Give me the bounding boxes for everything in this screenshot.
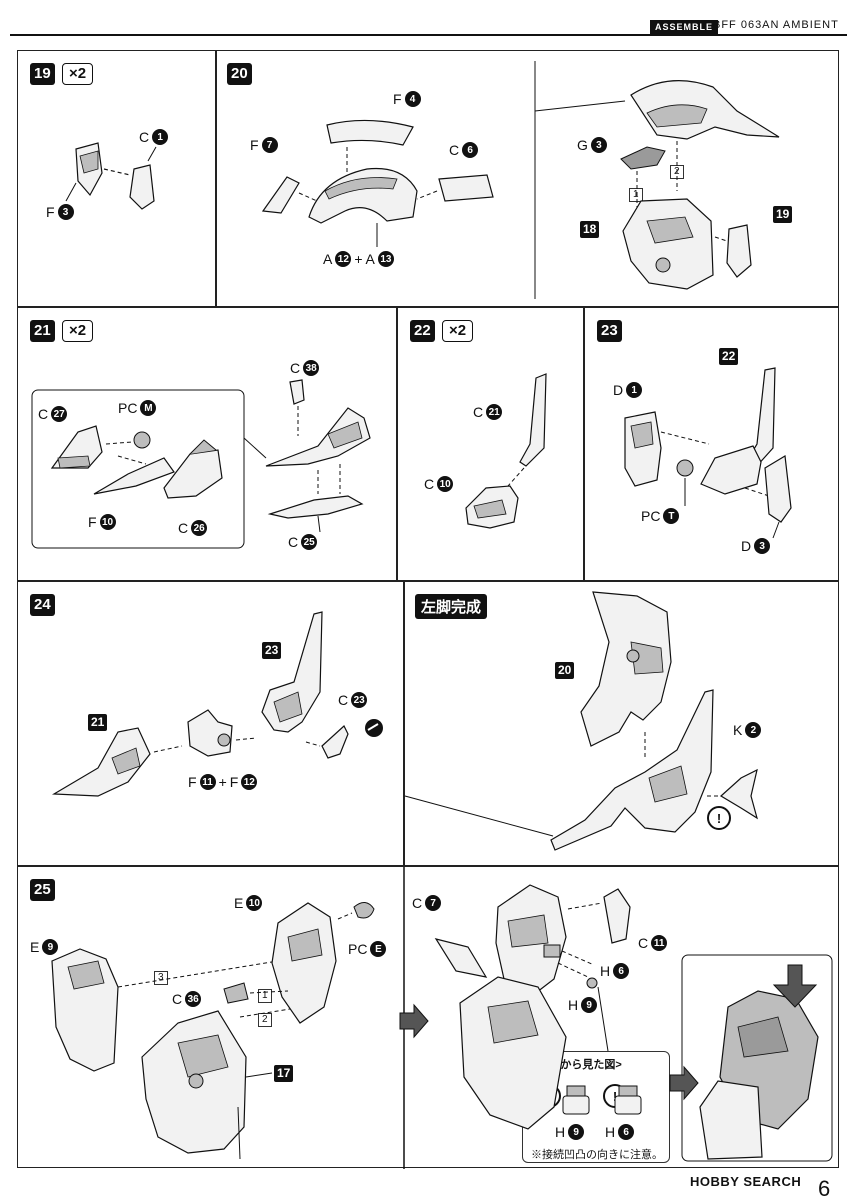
part-drawing (624, 367, 792, 539)
assemble-tag: ASSEMBLE (650, 20, 719, 34)
part-drawing (261, 61, 780, 299)
connector-drawing (562, 1085, 642, 1115)
page-header: ASSEMBLE BFF 063AN AMBIENT (0, 0, 857, 46)
step-number: 21 (30, 320, 55, 342)
order-box-1: 1 (629, 188, 643, 202)
order-box-3: 3 (154, 971, 168, 985)
ref-step-18: 18 (580, 221, 600, 238)
part-drawing (465, 373, 547, 529)
ref-step-21: 21 (88, 714, 108, 731)
part-drawing (404, 591, 758, 851)
ref-step-23: 23 (262, 642, 282, 659)
order-box-2: 2 (258, 1013, 272, 1027)
step-number: 22 (410, 320, 435, 342)
part-drawing (65, 142, 157, 210)
ref-step-17: 17 (274, 1065, 294, 1082)
caution-note: ※接続凹凸の向きに注意。 (531, 1149, 663, 1161)
step-number: 25 (30, 879, 55, 901)
part-drawing (31, 379, 371, 549)
complete-title: 左脚完成 (415, 594, 488, 619)
page-number: 6 (818, 1176, 831, 1201)
top-view-title: <上から見た図> (543, 1059, 622, 1071)
part-drawing (51, 867, 833, 1169)
step-number: 19 (30, 63, 55, 85)
multiplier: ×2 (442, 320, 474, 342)
step-number: 24 (30, 594, 55, 616)
ref-step-22: 22 (719, 348, 739, 365)
ref-step-19: 19 (773, 206, 793, 223)
warning-icon: ! (707, 806, 731, 830)
multiplier: ×2 (62, 320, 94, 342)
header-rule (10, 34, 847, 36)
step-number: 20 (227, 63, 252, 85)
header-title: BFF 063AN AMBIENT (713, 19, 839, 31)
ref-step-20: 20 (555, 662, 575, 679)
brand-watermark: HOBBY SEARCH (690, 1174, 802, 1189)
panel-step-20: 20 F4 F7 C6 A12+A13 G3 18 19 1 2 (216, 50, 839, 307)
step-number: 23 (597, 320, 622, 342)
part-drawing (51, 611, 383, 797)
multiplier: ×2 (62, 63, 94, 85)
order-box-1: 1 (258, 989, 272, 1003)
